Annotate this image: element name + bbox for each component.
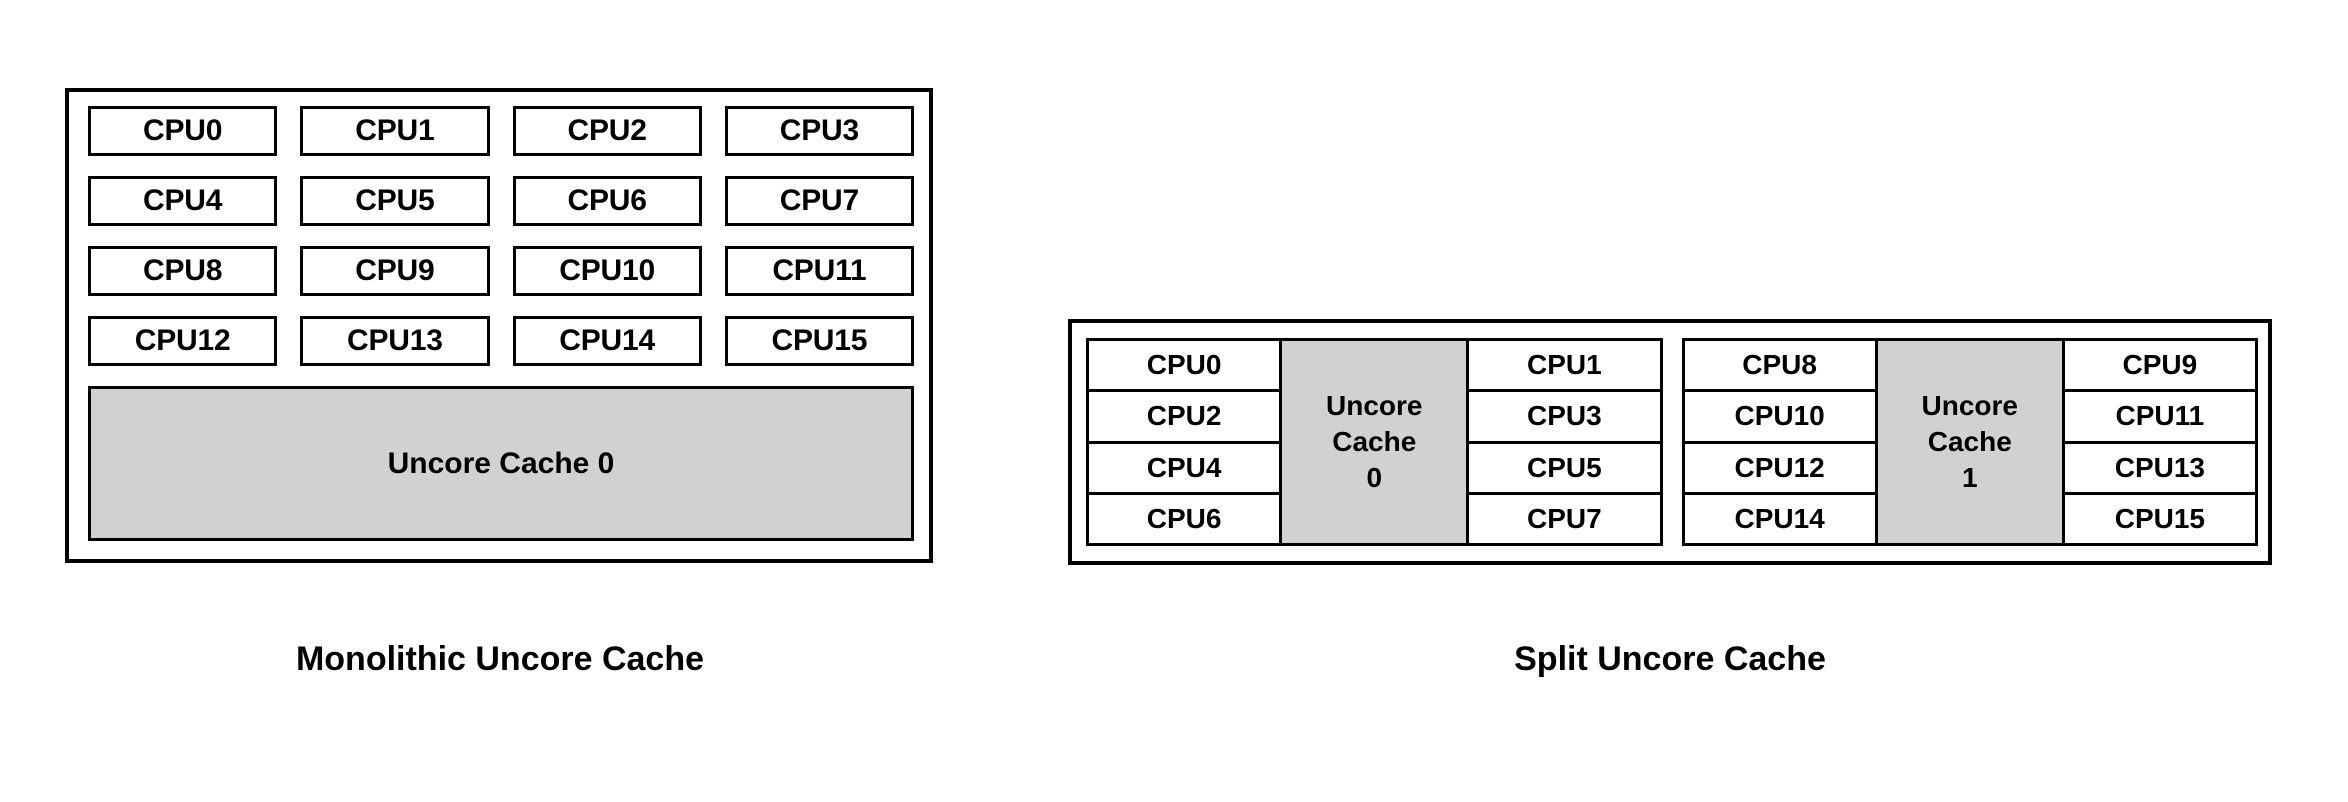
split-caption: Split Uncore Cache — [1514, 640, 1826, 678]
cpu-box: CPU12 — [1684, 443, 1875, 495]
split-uncore-cache-diagram: CPU0 CPU2 CPU4 CPU6 Uncore Cache 0 CPU1 … — [1068, 319, 2272, 565]
cpu-box: CPU4 — [1089, 443, 1280, 495]
uncore-cache-label-line3: 0 — [1366, 461, 1383, 493]
cpu-box: CPU12 — [88, 316, 278, 366]
cpu-cluster-0: CPU0 CPU2 CPU4 CPU6 Uncore Cache 0 CPU1 … — [1086, 338, 1663, 546]
cpu-box: CPU0 — [1089, 341, 1280, 393]
cpu-box: CPU8 — [88, 246, 278, 296]
cpu-box: CPU8 — [1684, 341, 1875, 393]
uncore-cache-label-line1: Uncore — [1326, 390, 1423, 422]
cpu-box: CPU15 — [2064, 494, 2255, 543]
cpu-box: CPU5 — [1469, 443, 1660, 495]
cluster-1-left-cpu-column: CPU8 CPU10 CPU12 CPU14 — [1684, 341, 1875, 543]
uncore-cache-label-line2: Cache — [1927, 426, 2012, 458]
cpu-cluster-1: CPU8 CPU10 CPU12 CPU14 Uncore Cache 1 CP… — [1681, 338, 2258, 546]
cpu-box: CPU2 — [512, 106, 702, 156]
cpu-box: CPU4 — [88, 176, 278, 226]
monolithic-diagram-content: CPU0 CPU1 CPU2 CPU3 CPU4 CPU5 CPU6 CPU7 … — [88, 106, 914, 546]
cpu-box: CPU2 — [1089, 392, 1280, 444]
cpu-box: CPU14 — [512, 316, 702, 366]
cpu-box: CPU7 — [1469, 494, 1660, 543]
cluster-0-right-cpu-column: CPU1 CPU3 CPU5 CPU7 — [1469, 341, 1660, 543]
cpu-box: CPU6 — [512, 176, 702, 226]
cpu-box: CPU5 — [300, 176, 490, 226]
split-diagram-content: CPU0 CPU2 CPU4 CPU6 Uncore Cache 0 CPU1 … — [1086, 338, 2258, 546]
cpu-box: CPU7 — [724, 176, 914, 226]
cluster-1-right-cpu-column: CPU9 CPU11 CPU13 CPU15 — [2064, 341, 2255, 543]
cpu-box: CPU1 — [300, 106, 490, 156]
uncore-cache-box: Uncore Cache 0 — [88, 386, 914, 541]
cpu-box: CPU3 — [1469, 392, 1660, 444]
uncore-cache-box: Uncore Cache 1 — [1874, 341, 2065, 543]
cpu-box: CPU6 — [1089, 494, 1280, 543]
uncore-cache-label-line2: Cache — [1332, 426, 1417, 458]
cpu-box: CPU1 — [1469, 341, 1660, 393]
uncore-cache-label-line3: 1 — [1961, 461, 1978, 493]
cpu-box: CPU9 — [300, 246, 490, 296]
cpu-box: CPU10 — [512, 246, 702, 296]
monolithic-caption: Monolithic Uncore Cache — [295, 640, 705, 678]
cpu-box: CPU3 — [724, 106, 914, 156]
cpu-box: CPU11 — [724, 246, 914, 296]
uncore-cache-label-line1: Uncore — [1921, 390, 2018, 422]
monolithic-uncore-cache-diagram: CPU0 CPU1 CPU2 CPU3 CPU4 CPU5 CPU6 CPU7 … — [65, 88, 933, 563]
cpu-box: CPU13 — [2064, 443, 2255, 495]
uncore-cache-box: Uncore Cache 0 — [1279, 341, 1470, 543]
cpu-box: CPU14 — [1684, 494, 1875, 543]
cpu-box: CPU0 — [88, 106, 278, 156]
monolithic-cpu-grid: CPU0 CPU1 CPU2 CPU3 CPU4 CPU5 CPU6 CPU7 … — [88, 106, 914, 366]
cpu-box: CPU11 — [2064, 392, 2255, 444]
cpu-box: CPU15 — [724, 316, 914, 366]
cpu-box: CPU9 — [2064, 341, 2255, 393]
cpu-box: CPU10 — [1684, 392, 1875, 444]
cpu-box: CPU13 — [300, 316, 490, 366]
cluster-0-left-cpu-column: CPU0 CPU2 CPU4 CPU6 — [1089, 341, 1280, 543]
